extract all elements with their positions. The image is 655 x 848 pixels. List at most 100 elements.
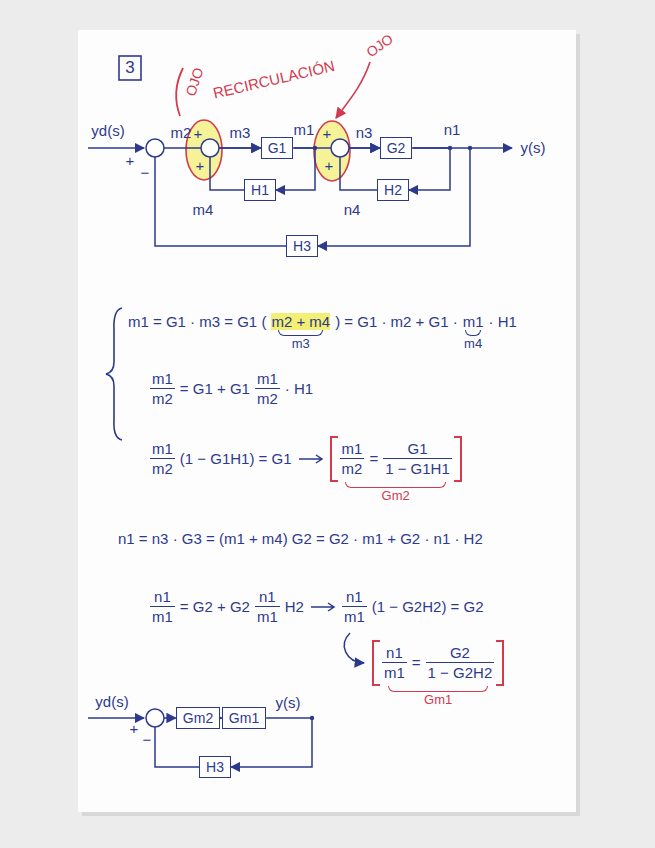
equation-text: = G2 + G2 [180,598,250,615]
signal-label: + [325,158,334,175]
block-name: Gm2 [183,710,213,726]
underbrace-group: m2 + m4m3 [271,313,330,330]
denominator: m1 [342,606,367,625]
arrow-symbol [297,453,325,465]
signal-label: n1 [444,122,461,139]
curly-brace [106,308,122,440]
pointer-arrow [336,62,370,118]
signal-label: − [143,732,152,749]
block-box: H1 [244,179,276,201]
equation-text: · H1 [285,380,313,397]
signal-label: m2 [171,125,192,142]
numerator: m1 [340,440,365,458]
equation-line: n1m1=G21 − G2H2Gm1 [372,640,504,686]
denominator: m2 [150,388,175,407]
underbrace-label: m3 [292,337,310,352]
equation-text: H2 [285,598,304,615]
numerator: m1 [150,440,175,458]
signal-connector [409,148,450,190]
signal-label: + [126,153,135,170]
arrow-symbol [309,601,337,613]
equation-line: m1 = G1 · m3 = G1 (m2 + m4m3) = G1 · m2 … [128,313,517,330]
signal-label: − [141,165,150,182]
signal-connector [155,148,286,246]
block-box: Gm2 [176,707,220,729]
block-name: H3 [206,759,224,775]
fraction: n1m1 [342,588,367,626]
fraction: n1m1 [255,588,280,626]
arrow-stroke [311,603,334,611]
signal-label: + [196,158,205,175]
block-name: G2 [387,140,406,156]
signal-label: m3 [230,125,251,142]
block-box: H3 [286,235,318,257]
block-name: Gm1 [229,710,259,726]
numerator: G1 [383,440,452,458]
branch-dot [448,146,452,150]
numerator: n1 [255,588,280,606]
numerator: m1 [255,370,280,388]
block-name: G1 [268,140,287,156]
equation-text: · H1 [489,313,517,330]
signal-label: n4 [344,202,361,219]
signal-label: y(s) [276,695,301,712]
equation-line: m1m2= G1 + G1m1m2· H1 [150,370,313,408]
denominator: 1 − G1H1 [383,458,452,477]
block-box: Gm1 [222,707,266,729]
underbrace [388,686,489,692]
branch-dot [313,146,317,150]
branch-dot [310,716,314,720]
denominator: 1 − G2H2 [426,662,495,681]
underbrace-label: Gm1 [424,693,452,708]
signal-connector [318,148,470,246]
numerator: n1 [342,588,367,606]
summing-junction [331,139,349,157]
paper [78,30,576,812]
result-bracket: m1m2=G11 − G1H1 [330,436,462,482]
block-box: H3 [199,756,231,778]
signal-label: m4 [193,202,214,219]
summing-junction [146,139,164,157]
underbrace-group: m1m2=G11 − G1H1Gm2 [330,436,462,482]
numerator: n1 [150,588,175,606]
equation-text: m1 = G1 · m3 = G1 ( [128,313,266,330]
signal-label: + [130,721,139,738]
summing-junction [201,139,219,157]
denominator: m2 [150,458,175,477]
branch-dot [468,146,472,150]
equation-line: n1 = n3 · G3 = (m1 + m4) G2 = G2 · m1 + … [118,530,483,547]
signal-label: + [323,126,332,143]
block-box: H2 [377,179,409,201]
denominator: m1 [382,662,407,681]
signal-label: yd(s) [95,694,128,711]
signal-label: yd(s) [91,123,124,140]
output-wire [470,147,512,149]
input-wire [88,717,144,719]
underbrace-group: n1m1=G21 − G2H2Gm1 [372,640,504,686]
equation-line: m1m2(1 − G1H1) = G1m1m2=G11 − G1H1Gm2 [150,436,462,482]
signal-label: y(s) [521,140,546,157]
fraction: m1m2 [150,440,175,478]
underbrace-group: m1m4 [463,313,484,330]
denominator: m1 [150,606,175,625]
equation-text: (1 − G2H2) = G2 [372,598,484,615]
denominator: m2 [340,458,365,477]
arrow-stroke [299,455,322,463]
paren-mark [176,68,183,116]
underbrace [278,330,323,336]
number-box [119,56,141,80]
fraction: m1m2 [340,440,365,478]
block-box: G2 [380,137,413,159]
equation-text: (1 − G1H1) = G1 [180,450,292,467]
block-name: H2 [384,182,402,198]
fraction: m1m2 [255,370,280,408]
summing-junction [146,709,164,727]
equation-line: n1m1= G2 + G2n1m1H2n1m1(1 − G2H2) = G2 [150,588,483,626]
fraction: G21 − G2H2 [426,644,495,682]
signal-label: 3 [125,59,134,78]
equation-text: = G1 + G1 [180,380,250,397]
highlight-ellipse [314,121,350,181]
fraction: G11 − G1H1 [383,440,452,478]
block-name: H3 [293,238,311,254]
denominator: m2 [255,388,280,407]
